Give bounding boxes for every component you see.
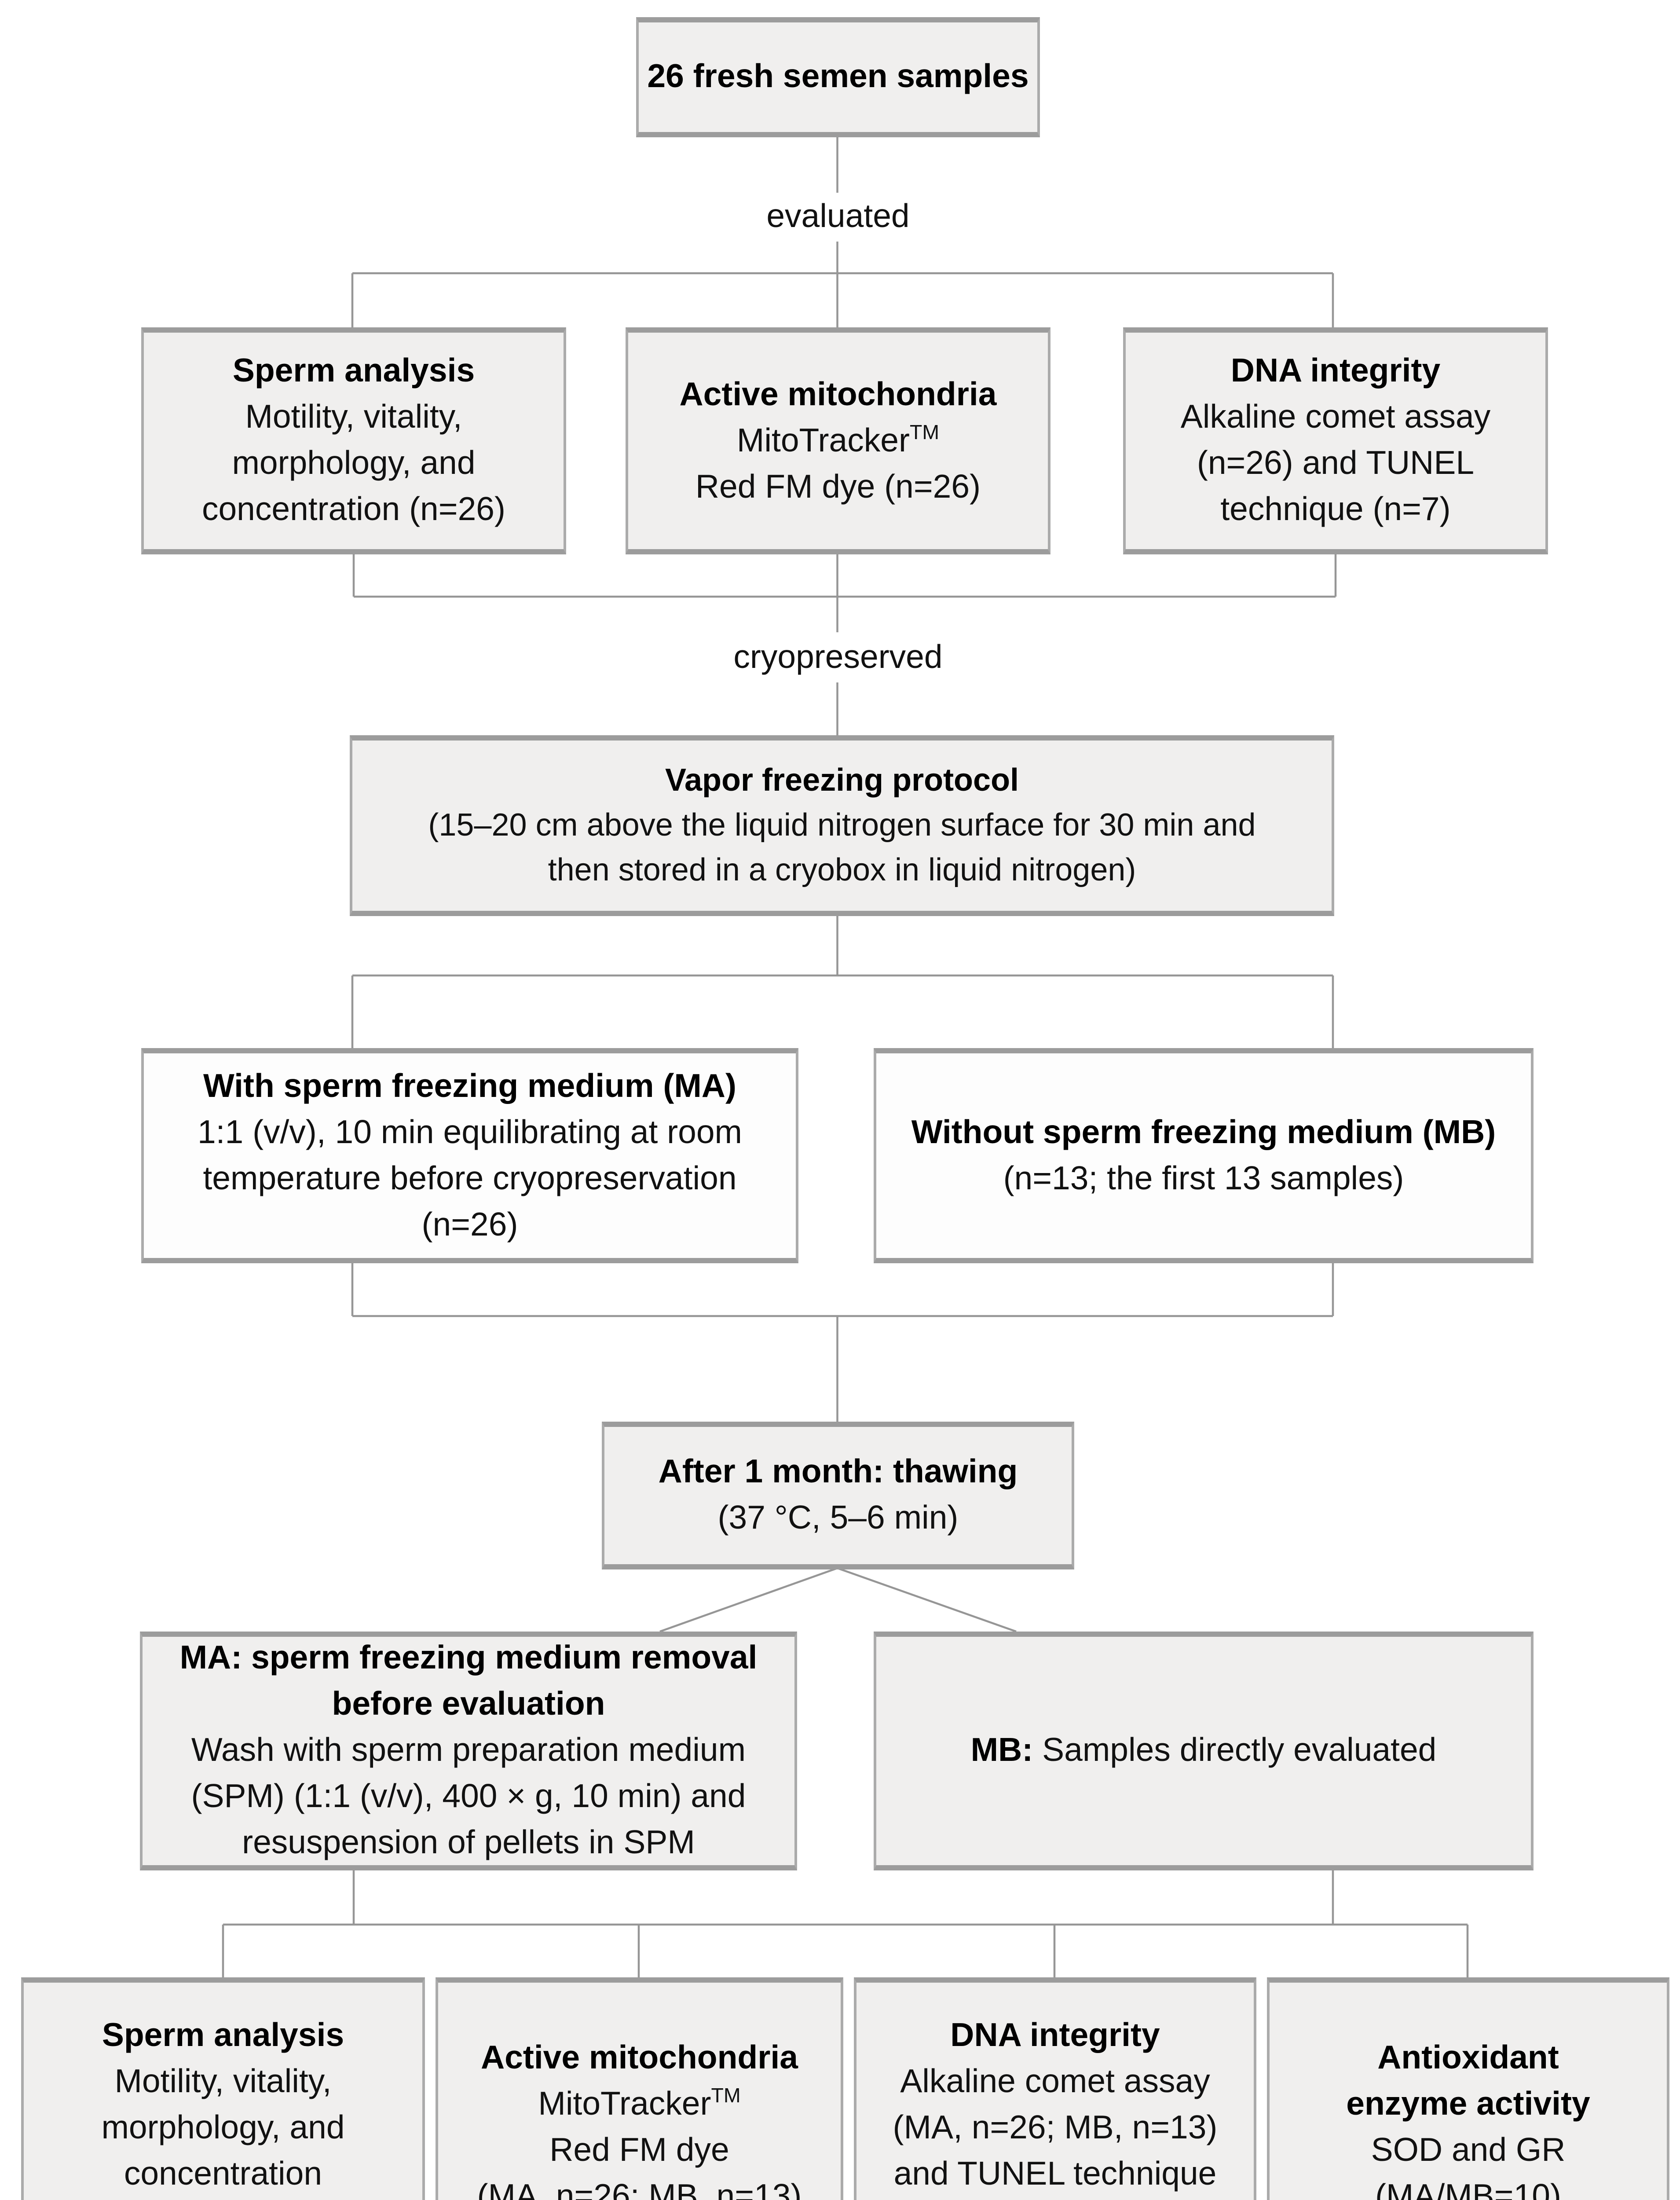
node-with-medium-ma: With sperm freezing medium (MA) 1:1 (v/v… <box>141 1048 798 1263</box>
node-title: before evaluation <box>332 1686 605 1723</box>
node-line: Alkaline comet assay <box>1180 399 1491 436</box>
node-dna-integrity-post: DNA integrity Alkaline comet assay (MA, … <box>854 1977 1256 2200</box>
node-line: (MA/MB, n=7) <box>953 2197 1157 2200</box>
node-active-mitochondria-post: Active mitochondria MitoTrackerTM Red FM… <box>436 1977 843 2200</box>
node-line: (n=26) <box>421 1206 518 1243</box>
node-line: concentration (n=26) <box>201 491 505 528</box>
node-line: SOD and GR <box>1371 2132 1566 2169</box>
node-line: MitoTrackerTM <box>737 418 939 464</box>
node-line: (15–20 cm above the liquid nitrogen surf… <box>428 807 1256 843</box>
node-sperm-analysis-post: Sperm analysis Motility, vitality, morph… <box>21 1977 425 2200</box>
node-line: Wash with sperm preparation medium <box>191 1732 746 1769</box>
node-line: technique (n=7) <box>1220 491 1451 528</box>
node-line: Alkaline comet assay <box>900 2062 1210 2100</box>
node-without-medium-mb: Without sperm freezing medium (MB) (n=13… <box>874 1048 1534 1263</box>
node-line: then stored in a cryobox in liquid nitro… <box>548 852 1136 888</box>
node-title: Antioxidant <box>1377 2039 1559 2076</box>
node-ma-evaluation: MA: sperm freezing medium removal before… <box>140 1632 797 1870</box>
node-title: With sperm freezing medium (MA) <box>203 1067 736 1104</box>
node-title: After 1 month: thawing <box>658 1453 1018 1490</box>
node-active-mitochondria-fresh: Active mitochondria MitoTrackerTM Red FM… <box>626 327 1050 554</box>
node-line: Motility, vitality, <box>114 2062 332 2100</box>
node-line: (MA, n=26; MB, n=13) <box>61 2197 385 2200</box>
node-title: Sperm analysis <box>102 2016 344 2053</box>
node-line: Motility, vitality, <box>245 399 462 436</box>
node-title: Sperm analysis <box>232 352 475 389</box>
edge-label-cryopreserved: cryopreserved <box>733 639 943 676</box>
node-title: Active mitochondria <box>480 2039 798 2076</box>
node-title: DNA integrity <box>950 2016 1160 2053</box>
node-line: (MA, n=26; MB, n=13) <box>477 2178 802 2200</box>
node-title: MA: sperm freezing medium removal <box>179 1639 758 1676</box>
mitotracker-text: MitoTracker <box>538 2086 711 2123</box>
node-thawing: After 1 month: thawing (37 °C, 5–6 min) <box>602 1422 1074 1569</box>
node-line: morphology, and <box>232 445 476 482</box>
node-line: (SPM) (1:1 (v/v), 400 × g, 10 min) and <box>191 1778 746 1815</box>
node-line: concentration <box>124 2155 322 2192</box>
node-title: Without sperm freezing medium (MB) <box>911 1113 1496 1151</box>
node-title: enzyme activity <box>1346 2086 1590 2123</box>
mitotracker-text: MitoTracker <box>736 422 910 459</box>
node-line: MitoTrackerTM <box>538 2082 740 2128</box>
node-title: DNA integrity <box>1230 352 1441 389</box>
node-fresh-samples-title: 26 fresh semen samples <box>647 58 1029 95</box>
mb-bold-prefix: MB: <box>970 1732 1033 1769</box>
node-sperm-analysis-fresh: Sperm analysis Motility, vitality, morph… <box>141 327 566 554</box>
node-line: Red FM dye (n=26) <box>695 468 981 505</box>
node-title: Vapor freezing protocol <box>665 762 1019 798</box>
node-antioxidant-enzyme: Antioxidant enzyme activity SOD and GR (… <box>1267 1977 1669 2200</box>
node-line: Red FM dye <box>549 2132 729 2169</box>
node-line: (MA, n=26; MB, n=13) <box>893 2108 1218 2146</box>
node-line: 1:1 (v/v), 10 min equilibrating at room <box>197 1113 743 1151</box>
node-line: temperature before cryopreservation <box>203 1159 737 1197</box>
node-title: Active mitochondria <box>679 375 997 413</box>
node-line: resuspension of pellets in SPM <box>242 1824 695 1861</box>
node-line: MB: Samples directly evaluated <box>971 1728 1437 1774</box>
trademark-superscript: TM <box>711 2085 741 2108</box>
node-line: (n=13; the first 13 samples) <box>1003 1159 1404 1197</box>
node-line: (MA/MB=10) <box>1375 2178 1561 2200</box>
node-fresh-samples: 26 fresh semen samples <box>636 17 1040 137</box>
node-line: (37 °C, 5–6 min) <box>717 1500 959 1536</box>
node-mb-evaluation: MB: Samples directly evaluated <box>874 1632 1534 1870</box>
trademark-superscript: TM <box>909 421 940 444</box>
node-vapor-freezing: Vapor freezing protocol (15–20 cm above … <box>350 735 1334 916</box>
mb-rest-text: Samples directly evaluated <box>1033 1732 1437 1769</box>
node-line: (n=26) and TUNEL <box>1197 445 1475 482</box>
node-dna-integrity-fresh: DNA integrity Alkaline comet assay (n=26… <box>1123 327 1548 554</box>
node-line: morphology, and <box>101 2108 345 2146</box>
node-line: and TUNEL technique <box>893 2155 1217 2192</box>
edge-label-evaluated: evaluated <box>766 198 910 235</box>
